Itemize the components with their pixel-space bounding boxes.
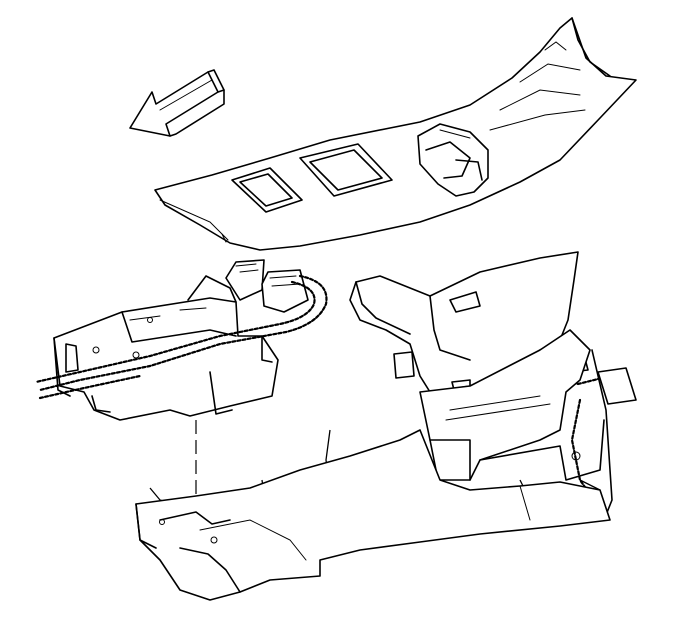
console-trim-panel (154, 17, 637, 251)
floor-mounting-bracket (135, 420, 611, 601)
rear-storage-compartment (53, 275, 279, 421)
front-console-bracket (349, 251, 613, 521)
direction-arrow (129, 69, 225, 137)
